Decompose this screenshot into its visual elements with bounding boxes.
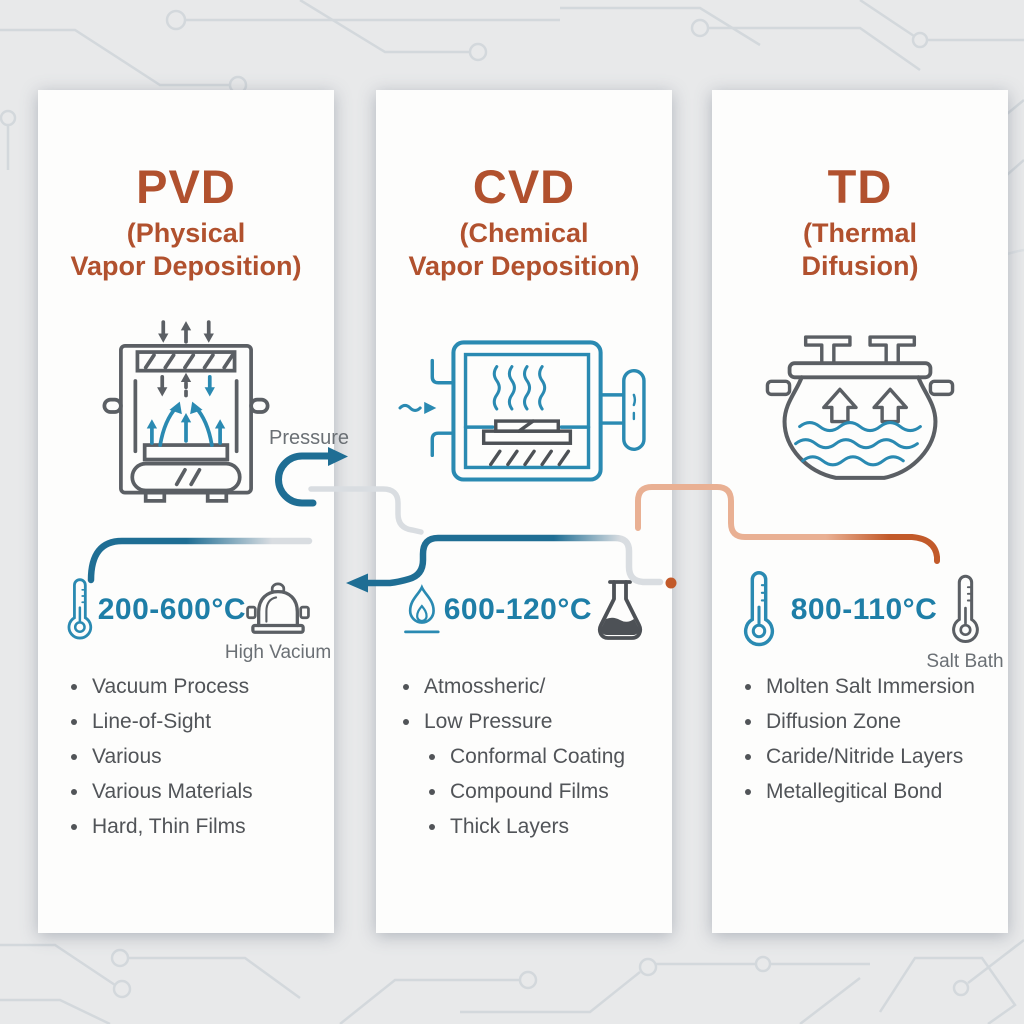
- card-title: PVD: [136, 160, 236, 213]
- pressure-label: Pressure: [269, 427, 350, 449]
- bullet-item: Various Materials: [90, 780, 334, 804]
- card-subtitle: (Physical Vapor Deposition): [70, 218, 302, 282]
- bullet-item: Vacuum Process: [90, 675, 334, 699]
- cvd-flask-side: [592, 577, 648, 643]
- bullet-item: Line-of-Sight: [90, 710, 334, 734]
- pvd-vacuum-chamber-icon: [102, 320, 270, 503]
- cvd-temp-row: 600-120°C: [376, 558, 672, 662]
- card-title: CVD: [472, 160, 576, 213]
- salt-bath-pot-icon: [765, 335, 955, 480]
- thermometer-icon: [743, 571, 775, 647]
- flame-icon: [404, 584, 440, 634]
- side-label: High Vacium: [224, 642, 332, 663]
- pvd-temp-row: 200-600°C High Vacium: [38, 558, 334, 663]
- cvd-bullet-list: Atmossheric/ Low Pressure Conformal Coat…: [376, 675, 672, 850]
- bullet-item: Caride/Nitride Layers: [764, 745, 1008, 769]
- bullet-item: Compound Films: [448, 780, 672, 804]
- card-td: TD (Thermal Difusion): [712, 90, 1008, 933]
- td-diagram: [712, 302, 1008, 522]
- temperature-value: 200-600°C: [97, 593, 246, 626]
- pvd-diagram: [38, 302, 334, 522]
- bullet-item: Atmossheric/: [422, 675, 672, 699]
- td-temp-row: 800-110°C Salt Bath: [712, 558, 1008, 672]
- bullet-item: Hard, Thin Films: [90, 815, 334, 839]
- td-bullet-list: Molten Salt Immersion Diffusion Zone Car…: [712, 675, 1008, 815]
- bullet-item: Metallegitical Bond: [764, 780, 1008, 804]
- card-pvd-header: PVD (Physical Vapor Deposition): [38, 162, 334, 283]
- card-subtitle: (Thermal Difusion): [801, 218, 919, 282]
- bullet-item: Molten Salt Immersion: [764, 675, 1008, 699]
- td-saltbath-side: Salt Bath: [926, 572, 1004, 672]
- side-label: Salt Bath: [926, 651, 1004, 672]
- temperature-value: 600-120°C: [443, 593, 592, 626]
- bullet-item: Conformal Coating: [448, 745, 672, 769]
- flask-icon: [597, 580, 643, 640]
- card-title: TD: [827, 160, 893, 213]
- bell-jar-icon: [246, 582, 310, 634]
- cvd-reactor-icon: [398, 340, 646, 482]
- pvd-bullet-list: Vacuum Process Line-of-Sight Various Var…: [38, 675, 334, 850]
- temperature-value: 800-110°C: [790, 593, 938, 626]
- bullet-item: Diffusion Zone: [764, 710, 1008, 734]
- cvd-diagram: [376, 302, 672, 522]
- card-cvd-header: CVD (Chemical Vapor Deposition): [376, 162, 672, 283]
- bullet-item: Thick Layers: [448, 815, 672, 839]
- bullet-item: Low Pressure: [422, 710, 672, 734]
- card-cvd: CVD (Chemical Vapor Deposition): [376, 90, 672, 933]
- bullet-item: Various: [90, 745, 334, 769]
- card-td-header: TD (Thermal Difusion): [712, 162, 1008, 283]
- pvd-vacuum-side: High Vacium: [225, 581, 331, 663]
- card-pvd: PVD (Physical Vapor Deposition): [38, 90, 334, 933]
- card-subtitle: (Chemical Vapor Deposition): [408, 218, 640, 282]
- thermometer-gray-icon: [952, 574, 979, 644]
- thermometer-icon: [67, 578, 93, 640]
